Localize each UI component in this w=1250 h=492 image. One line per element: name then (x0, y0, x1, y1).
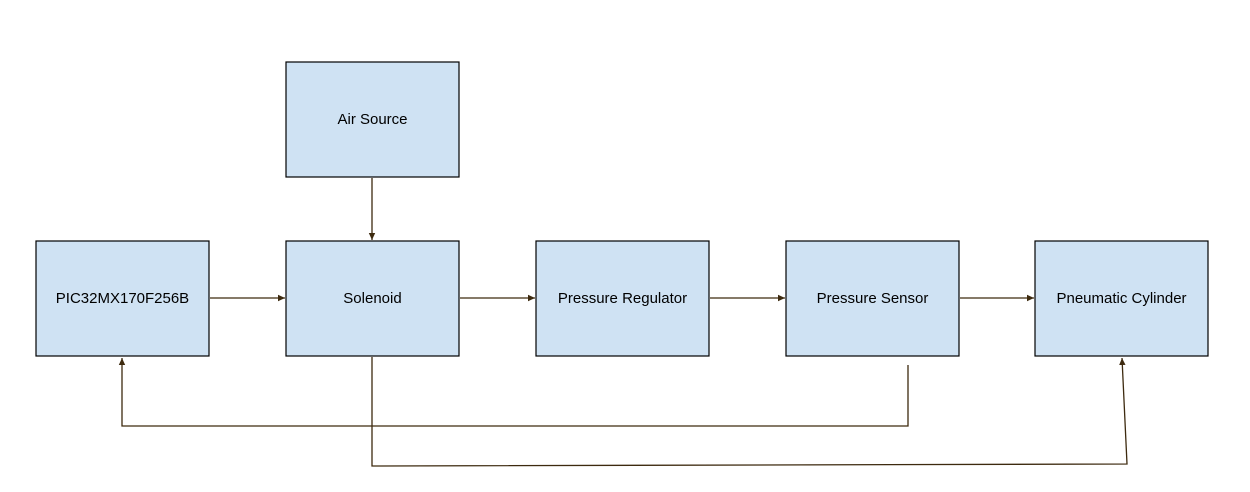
connector-solenoid-to-pneumatic-cylinder (371, 357, 1128, 467)
solenoid-label: Solenoid (343, 290, 401, 307)
pneumatic-cylinder-label: Pneumatic Cylinder (1056, 290, 1186, 307)
pic-label: PIC32MX170F256B (56, 290, 189, 307)
connectors (118, 178, 1128, 467)
pressure-regulator-block[interactable]: Pressure Regulator (535, 240, 710, 357)
pressure-sensor-label: Pressure Sensor (817, 290, 929, 307)
air-source-label: Air Source (337, 111, 407, 128)
pressure-sensor-block[interactable]: Pressure Sensor (785, 240, 960, 357)
pneumatic-cylinder-block[interactable]: Pneumatic Cylinder (1034, 240, 1209, 357)
pressure-regulator-label: Pressure Regulator (558, 290, 687, 307)
pic-block[interactable]: PIC32MX170F256B (35, 240, 210, 357)
air-source-block[interactable]: Air Source (285, 61, 460, 178)
connector-pressure-sensor-feedback-to-pic (118, 358, 909, 427)
solenoid-block[interactable]: Solenoid (285, 240, 460, 357)
